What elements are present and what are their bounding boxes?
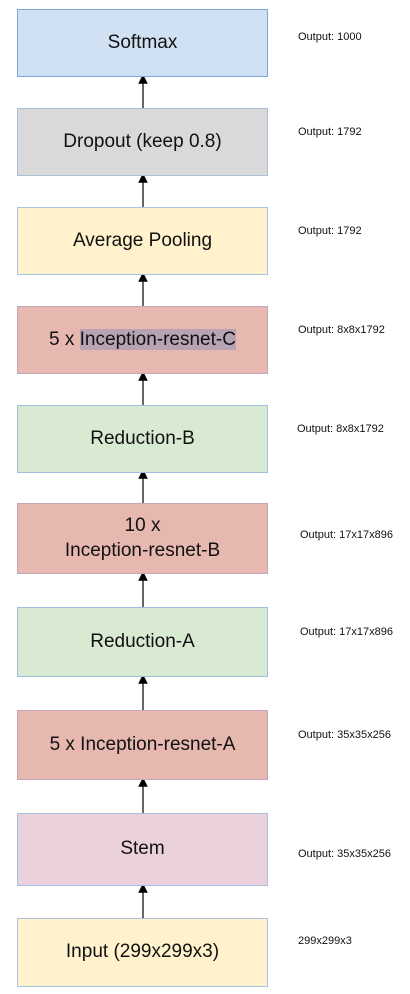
- stem-label: Stem: [120, 838, 165, 860]
- dropout-block: Dropout (keep 0.8): [17, 108, 268, 176]
- average-pooling-output: Output: 1792: [298, 225, 362, 237]
- reduction-a-label: Reduction-A: [90, 630, 195, 652]
- reduction-a-block: Reduction-A: [17, 607, 268, 677]
- inception-resnet-b-line1: 10 x: [124, 514, 161, 536]
- inception-resnet-c-prefix: 5 x: [49, 328, 80, 350]
- reduction-a-output: Output: 17x17x896: [300, 626, 393, 638]
- inception-resnet-c-block: 5 x Inception-resnet-C: [17, 306, 268, 374]
- reduction-b-output: Output: 8x8x1792: [297, 423, 384, 435]
- dropout-label: Dropout (keep 0.8): [63, 130, 222, 152]
- dropout-output: Output: 1792: [298, 126, 362, 138]
- inception-resnet-b-line2: Inception-resnet-B: [64, 539, 221, 561]
- stem-block: Stem: [17, 813, 268, 886]
- inception-resnet-c-label: 5 x Inception-resnet-C: [49, 328, 236, 353]
- reduction-b-label: Reduction-B: [90, 427, 195, 449]
- softmax-output: Output: 1000: [298, 31, 362, 43]
- input-block: Input (299x299x3): [17, 918, 268, 987]
- softmax-block: Softmax: [17, 9, 268, 77]
- reduction-b-block: Reduction-B: [17, 405, 268, 473]
- average-pooling-label: Average Pooling: [72, 229, 213, 251]
- inception-resnet-b-block: 10 x Inception-resnet-B: [17, 503, 268, 574]
- inception-resnet-b-output: Output: 17x17x896: [300, 529, 393, 541]
- input-output: 299x299x3: [298, 935, 352, 947]
- input-label: Input (299x299x3): [65, 941, 220, 963]
- inception-resnet-a-label: 5 x Inception-resnet-A: [49, 733, 236, 755]
- inception-resnet-a-block: 5 x Inception-resnet-A: [17, 710, 268, 780]
- stem-output: Output: 35x35x256: [298, 848, 391, 860]
- inception-resnet-c-highlight: Inception-resnet-C: [79, 328, 236, 350]
- inception-resnet-a-output: Output: 35x35x256: [298, 729, 391, 741]
- softmax-label: Softmax: [107, 31, 178, 53]
- inception-resnet-c-output: Output: 8x8x1792: [298, 324, 385, 336]
- average-pooling-block: Average Pooling: [17, 207, 268, 275]
